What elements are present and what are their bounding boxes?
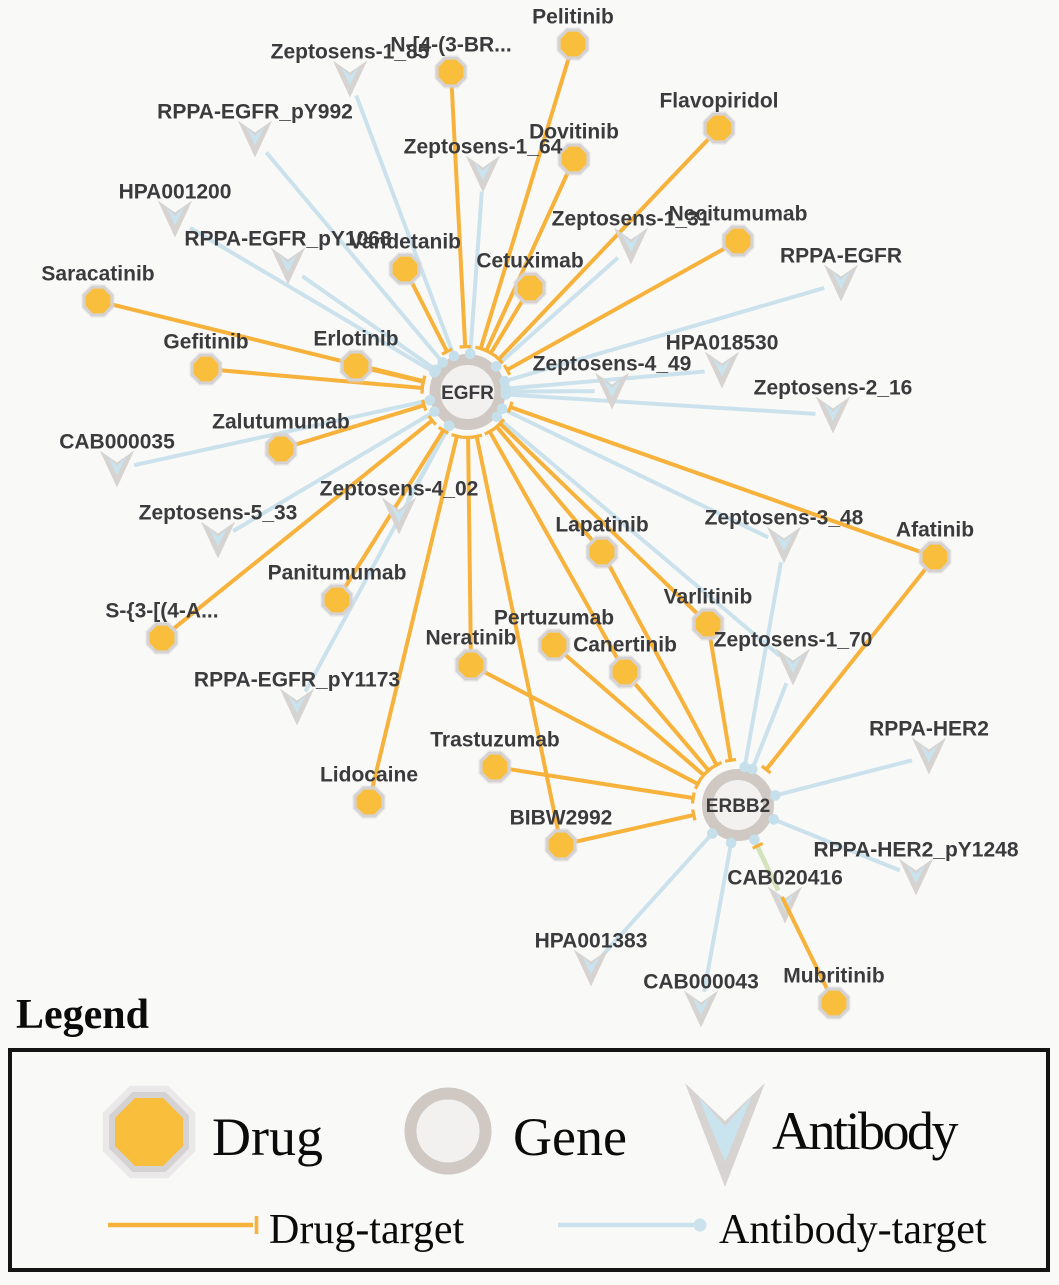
svg-text:Drug: Drug [212,1107,323,1167]
svg-text:RPPA-EGFR_pY992: RPPA-EGFR_pY992 [157,101,353,124]
svg-text:Zeptosens-2_16: Zeptosens-2_16 [754,377,913,400]
svg-text:Pertuzumab: Pertuzumab [494,607,614,630]
svg-text:Zeptosens-4_02: Zeptosens-4_02 [320,478,479,501]
svg-text:Zeptosens-4_49: Zeptosens-4_49 [533,353,692,376]
svg-text:Lidocaine: Lidocaine [320,764,418,787]
svg-text:HPA001383: HPA001383 [535,930,648,953]
svg-text:Zalutumumab: Zalutumumab [212,411,350,434]
svg-text:S-{3-[(4-A...: S-{3-[(4-A... [105,600,218,623]
svg-text:Vandetanib: Vandetanib [349,231,461,254]
svg-text:ERBB2: ERBB2 [706,796,770,817]
svg-text:RPPA-HER2_pY1248: RPPA-HER2_pY1248 [813,839,1018,862]
svg-text:Mubritinib: Mubritinib [783,965,884,988]
svg-text:CAB000043: CAB000043 [643,971,759,994]
svg-text:RPPA-EGFR: RPPA-EGFR [780,245,902,268]
svg-text:Zeptosens-5_33: Zeptosens-5_33 [139,502,298,525]
svg-text:Zeptosens-1_70: Zeptosens-1_70 [714,629,873,652]
svg-text:Varlitinib: Varlitinib [664,586,753,609]
svg-text:Zeptosens-3_48: Zeptosens-3_48 [705,507,864,530]
svg-text:Erlotinib: Erlotinib [313,328,398,351]
svg-text:Antibody: Antibody [772,1101,959,1161]
svg-text:Gene: Gene [513,1107,627,1167]
svg-text:Necitumumab: Necitumumab [669,203,808,226]
svg-text:BIBW2992: BIBW2992 [510,807,613,830]
svg-text:Canertinib: Canertinib [573,634,677,657]
svg-text:Drug-target: Drug-target [269,1207,464,1253]
svg-text:HPA018530: HPA018530 [666,332,779,355]
svg-text:HPA001200: HPA001200 [119,181,232,204]
svg-text:Trastuzumab: Trastuzumab [430,729,560,752]
svg-text:RPPA-EGFR_pY1173: RPPA-EGFR_pY1173 [194,669,400,692]
svg-text:Cetuximab: Cetuximab [476,250,583,273]
svg-text:Gefitinib: Gefitinib [163,331,248,354]
svg-text:Afatinib: Afatinib [896,519,974,542]
svg-text:Dovitinib: Dovitinib [529,121,619,144]
svg-text:Neratinib: Neratinib [425,627,516,650]
svg-text:Lapatinib: Lapatinib [555,514,648,537]
svg-text:RPPA-HER2: RPPA-HER2 [869,718,989,741]
svg-text:Antibody-target: Antibody-target [719,1207,987,1253]
svg-text:Saracatinib: Saracatinib [41,263,154,286]
svg-text:N-[4-(3-BR...: N-[4-(3-BR... [390,34,511,57]
svg-text:CAB000035: CAB000035 [59,431,175,454]
svg-text:Panitumumab: Panitumumab [268,562,407,585]
svg-text:EGFR: EGFR [441,383,494,404]
svg-text:CAB020416: CAB020416 [727,867,843,890]
svg-text:Pelitinib: Pelitinib [532,6,614,29]
svg-text:Flavopiridol: Flavopiridol [659,90,778,113]
svg-text:Legend: Legend [16,992,149,1038]
